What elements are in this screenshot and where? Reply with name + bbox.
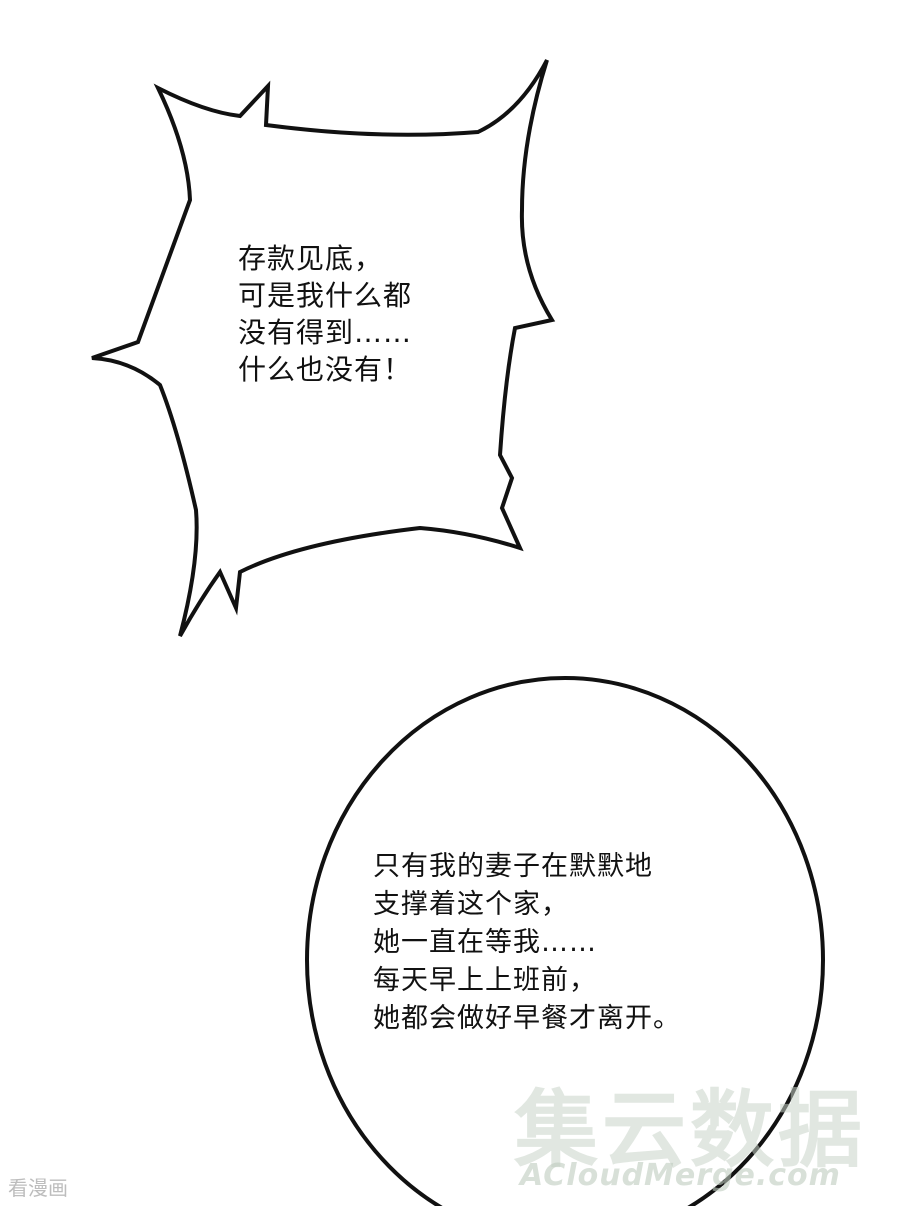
watermark-brand-en: ACloudMerge.com (520, 1158, 841, 1193)
watermark-corner: 看漫画 (8, 1176, 68, 1200)
dialogue-line: 只有我的妻子在默默地 (373, 851, 653, 882)
dialogue-line: 什么也没有！ (238, 353, 413, 386)
dialogue-line: 可是我什么都 (238, 279, 413, 312)
dialogue-line: 她都会做好早餐才离开。 (373, 1003, 681, 1034)
dialogue-line: 没有得到…… (238, 316, 413, 349)
dialogue-line: 她一直在等我…… (373, 927, 597, 958)
dialogue-line: 每天早上上班前， (373, 965, 597, 996)
dialogue-line: 存款见底， (238, 242, 384, 275)
spiky-bubble-text: 存款见底， 可是我什么都 没有得到…… 什么也没有！ (238, 240, 412, 388)
oval-bubble-text: 只有我的妻子在默默地 支撑着这个家， 她一直在等我…… 每天早上上班前， 她都会… (373, 848, 681, 1038)
dialogue-line: 支撑着这个家， (373, 889, 569, 920)
watermark-brand-zh: 集云数据 (514, 1081, 867, 1179)
